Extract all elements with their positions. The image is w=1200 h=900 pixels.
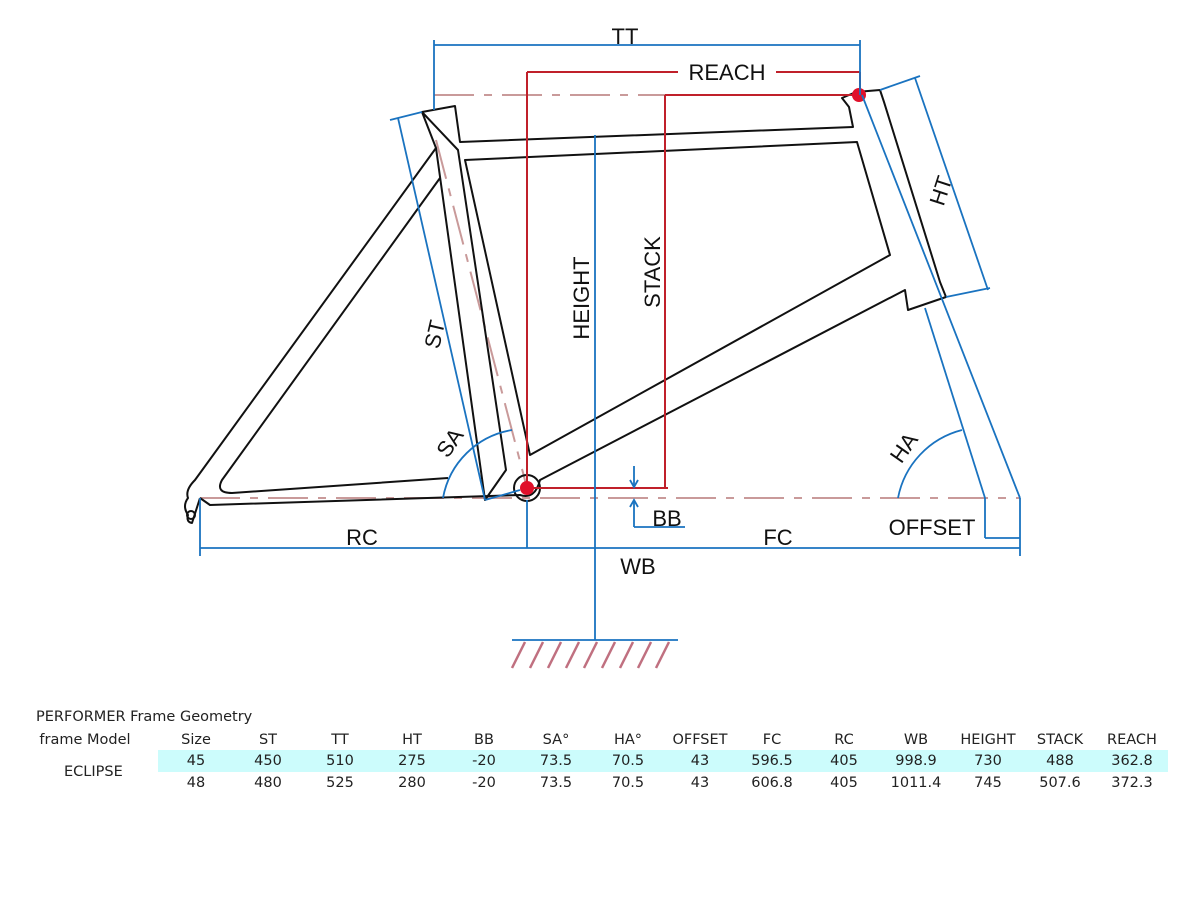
column-header: SA° [542,732,570,748]
st-label: ST [419,318,450,351]
model-name: ECLIPSE [64,764,123,780]
table-row: 45 450 510 275 -20 73.5 70.5 43 596.5 405 998.9 730… [0,750,1168,772]
dimension-lines [199,40,1021,641]
ht-label: HT [924,173,957,209]
table-header-row: frame Model Size ST TT HT BB SA° HA° OFFSET FC RC… [0,729,1168,751]
height-label: HEIGHT [569,256,594,339]
column-header: OFFSET [672,732,728,748]
table-cell: 525 [326,775,354,791]
column-header: TT [331,732,349,748]
offset-label: OFFSET [889,515,976,540]
bb-label: BB [652,506,681,531]
table-cell: 745 [974,775,1002,791]
column-header: RC [834,732,854,748]
table-cell: 998.9 [895,753,937,769]
column-header: Size [181,732,211,748]
table-cell: 596.5 [751,753,793,769]
table-cell: 507.6 [1039,775,1081,791]
table-cell: 480 [254,775,282,791]
table-cell: -20 [472,753,496,769]
ha-label: HA [885,428,923,468]
table-cell: 43 [690,775,710,791]
table-title: PERFORMER Frame Geometry [36,709,253,725]
table-cell: 606.8 [751,775,793,791]
bottom-bracket-point [520,481,534,495]
table-cell: 510 [326,753,354,769]
table-cell: 70.5 [611,775,645,791]
table-cell: 43 [690,753,710,769]
column-header: ST [258,732,278,748]
table-cell: 275 [398,753,426,769]
table-cell: 73.5 [539,775,573,791]
table-cell: 1011.4 [890,775,942,791]
reach-label: REACH [688,60,765,85]
column-header: STACK [1036,732,1084,748]
table-cell: 405 [830,753,858,769]
stack-label: STACK [640,236,665,308]
table-cell: 48 [186,775,206,791]
fc-label: FC [763,525,792,550]
ground-hatch [510,641,671,669]
table-cell: 488 [1046,753,1074,769]
column-header: WB [903,732,929,748]
table-row: 48 480 525 280 -20 73.5 70.5 43 606.8 405 1011.4 74… [0,772,1168,794]
table-cell: 730 [974,753,1002,769]
table-cell: 362.8 [1111,753,1153,769]
column-header: FC [762,732,782,748]
table-cell: 450 [254,753,282,769]
column-header: BB [474,732,494,748]
wb-label: WB [620,554,655,579]
table-cell: 45 [186,753,206,769]
column-header: HEIGHT [960,732,1016,748]
table-cell: 280 [398,775,426,791]
frame-geometry-diagram: TT REACH HT ST SA HEIGHT STACK HA BB RC … [184,24,1021,669]
table-cell: 73.5 [539,753,573,769]
tt-label: TT [612,24,639,49]
model-header: frame Model [39,732,131,748]
table-cell: 70.5 [611,753,645,769]
rc-label: RC [346,525,378,550]
column-header: REACH [1107,732,1157,748]
column-header: HA° [613,732,643,748]
column-header: HT [402,732,422,748]
table-cell: 405 [830,775,858,791]
bike-frame [184,89,947,524]
table-cell: -20 [472,775,496,791]
table-cell: 372.3 [1111,775,1153,791]
reference-lines [526,71,861,489]
